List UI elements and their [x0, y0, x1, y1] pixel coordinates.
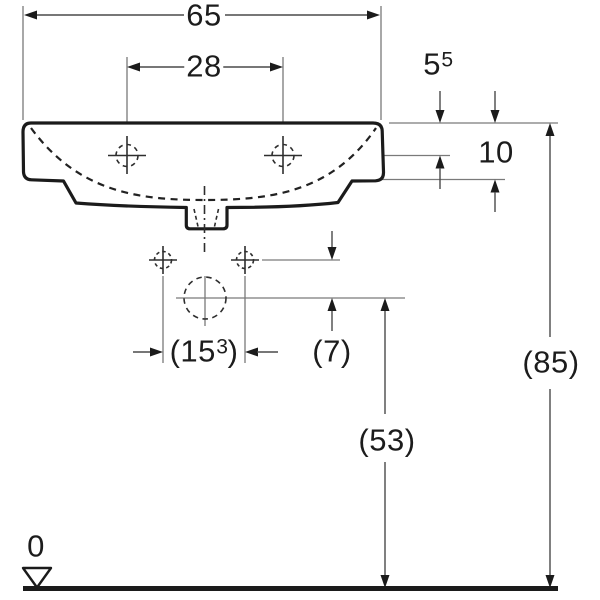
drain-height-label: (53)	[356, 422, 418, 458]
width-dimension	[24, 10, 380, 20]
overall-height-label: (85)	[520, 344, 582, 380]
supply-connections	[149, 246, 259, 274]
tap-holes	[108, 136, 302, 174]
supply-spacing-dimension	[133, 347, 278, 357]
tap-spacing-label: 28	[184, 48, 224, 84]
drain-connection	[183, 276, 227, 320]
bowl-hidden-contour	[30, 127, 377, 202]
overall-width-label: 65	[184, 0, 224, 33]
tap-depth-label: 55	[423, 46, 454, 82]
front-rim-height-label: 10	[478, 134, 514, 170]
tap-spacing-dimension	[127, 62, 283, 72]
datum-triangle-icon	[21, 566, 53, 589]
drain-height-dimension	[380, 298, 390, 588]
overall-height-dimension	[545, 123, 555, 588]
datum-level-label: 0	[27, 528, 45, 564]
rim-height-dimension	[490, 91, 500, 212]
supply-spacing-label: (153)	[169, 333, 239, 369]
supply-drain-offset-dimension	[327, 231, 337, 331]
basin-outline	[21, 121, 386, 231]
supply-drain-offset-label: (7)	[312, 333, 352, 369]
datum-marker	[21, 566, 53, 589]
tap-depth-dimension	[435, 91, 445, 189]
drain-trap	[193, 186, 220, 253]
